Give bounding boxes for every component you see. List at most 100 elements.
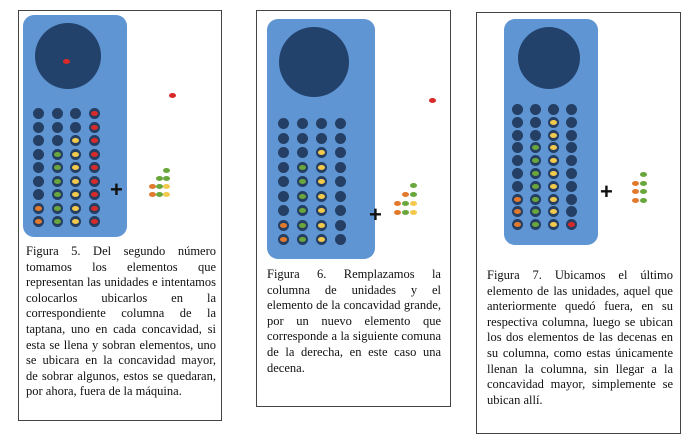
empty-hole — [512, 116, 523, 128]
hole-with-yellow-element — [70, 162, 81, 173]
hole-with-yellow-element — [548, 155, 559, 167]
loose-element — [394, 210, 401, 215]
hole-with-yellow-element — [70, 175, 81, 187]
taptana-board — [23, 15, 127, 237]
hole-with-orange-element — [33, 216, 44, 227]
hole-with-green-element — [530, 193, 541, 205]
loose-element — [640, 180, 647, 186]
loose-element — [394, 201, 401, 206]
empty-hole — [335, 118, 346, 129]
empty-hole — [566, 193, 577, 205]
empty-hole — [566, 116, 577, 128]
loose-element — [410, 201, 417, 206]
hole-with-green-element — [51, 216, 63, 227]
loose-element — [402, 192, 409, 197]
empty-hole — [548, 104, 559, 115]
empty-hole — [566, 104, 577, 115]
hole-with-orange-element — [278, 219, 289, 231]
figure-caption: Figura 7. Ubicamos el último elemento de… — [487, 268, 673, 407]
figure-7-panel: + Figura 7. Ubicamos el último elemento … — [476, 12, 681, 434]
empty-hole — [297, 118, 308, 129]
empty-hole — [33, 175, 44, 187]
empty-hole — [297, 132, 308, 144]
empty-hole — [278, 161, 289, 173]
empty-hole — [335, 161, 346, 173]
hole-with-green-element — [530, 168, 541, 179]
empty-hole — [316, 118, 327, 129]
hole-with-yellow-element — [316, 190, 327, 202]
hole-with-green-element — [297, 219, 308, 231]
empty-hole — [566, 180, 577, 192]
loose-element — [163, 168, 170, 173]
empty-hole — [512, 142, 523, 154]
loose-element — [402, 201, 409, 206]
hole-with-yellow-element — [548, 219, 559, 231]
hole-with-red-element — [88, 135, 100, 146]
hole-with-red-element — [88, 148, 100, 160]
loose-element — [402, 210, 409, 215]
hole-with-red-element — [566, 219, 577, 231]
loose-element — [640, 189, 647, 194]
hole-with-green-element — [530, 219, 541, 231]
loose-element — [632, 197, 639, 203]
hole-with-yellow-element — [316, 161, 327, 173]
hole-with-green-element — [51, 202, 63, 214]
empty-hole — [51, 135, 63, 146]
empty-hole — [33, 121, 44, 133]
plus-sign: + — [369, 202, 382, 227]
large-cavity — [35, 23, 101, 89]
hole-with-green-element — [51, 148, 63, 160]
hole-with-red-element — [88, 189, 100, 200]
loose-element — [640, 172, 647, 177]
large-cavity — [518, 27, 580, 89]
empty-hole — [316, 132, 327, 144]
hole-with-red-element — [88, 216, 100, 227]
hole-with-yellow-element — [316, 234, 327, 245]
empty-hole — [70, 108, 81, 119]
loose-element — [640, 197, 647, 203]
hole-with-yellow-element — [70, 135, 81, 146]
hole-with-yellow-element — [316, 205, 327, 216]
large-cavity — [279, 27, 349, 97]
empty-hole — [530, 129, 541, 141]
figure-caption: Figura 5. Del segundo número tomamos los… — [26, 244, 216, 399]
hole-with-red-element — [88, 175, 100, 187]
hole-with-green-element — [51, 189, 63, 200]
loose-element — [632, 189, 639, 194]
hole-with-green-element — [530, 180, 541, 192]
empty-hole — [566, 129, 577, 141]
hole-with-yellow-element — [70, 148, 81, 160]
empty-hole — [33, 162, 44, 173]
hole-with-yellow-element — [548, 116, 559, 128]
loose-element — [410, 192, 417, 197]
loose-element — [410, 210, 417, 215]
hole-with-red-element — [88, 162, 100, 173]
empty-hole — [278, 147, 289, 158]
empty-hole — [512, 129, 523, 141]
empty-hole — [566, 206, 577, 218]
hole-with-yellow-element — [316, 147, 327, 158]
empty-hole — [335, 205, 346, 216]
hole-with-yellow-element — [548, 193, 559, 205]
loose-element — [632, 180, 639, 186]
empty-hole — [566, 168, 577, 179]
loose-element — [163, 184, 170, 189]
empty-hole — [278, 190, 289, 202]
loose-element — [156, 184, 163, 189]
hole-with-yellow-element — [548, 180, 559, 192]
empty-hole — [335, 190, 346, 202]
hole-with-orange-element — [512, 193, 523, 205]
hole-with-yellow-element — [548, 206, 559, 218]
hole-with-orange-element — [512, 206, 523, 218]
plus-sign: + — [600, 179, 613, 204]
empty-hole — [278, 176, 289, 187]
hole-with-orange-element — [278, 234, 289, 245]
hole-with-green-element — [297, 234, 308, 245]
hole-with-green-element — [530, 206, 541, 218]
taptana-board — [504, 19, 598, 245]
loose-element-outside — [169, 93, 176, 98]
empty-hole — [335, 219, 346, 231]
figure-6-panel: + Figura 6. Remplazamos la columna de un… — [256, 10, 451, 407]
empty-hole — [512, 168, 523, 179]
empty-hole — [278, 132, 289, 144]
